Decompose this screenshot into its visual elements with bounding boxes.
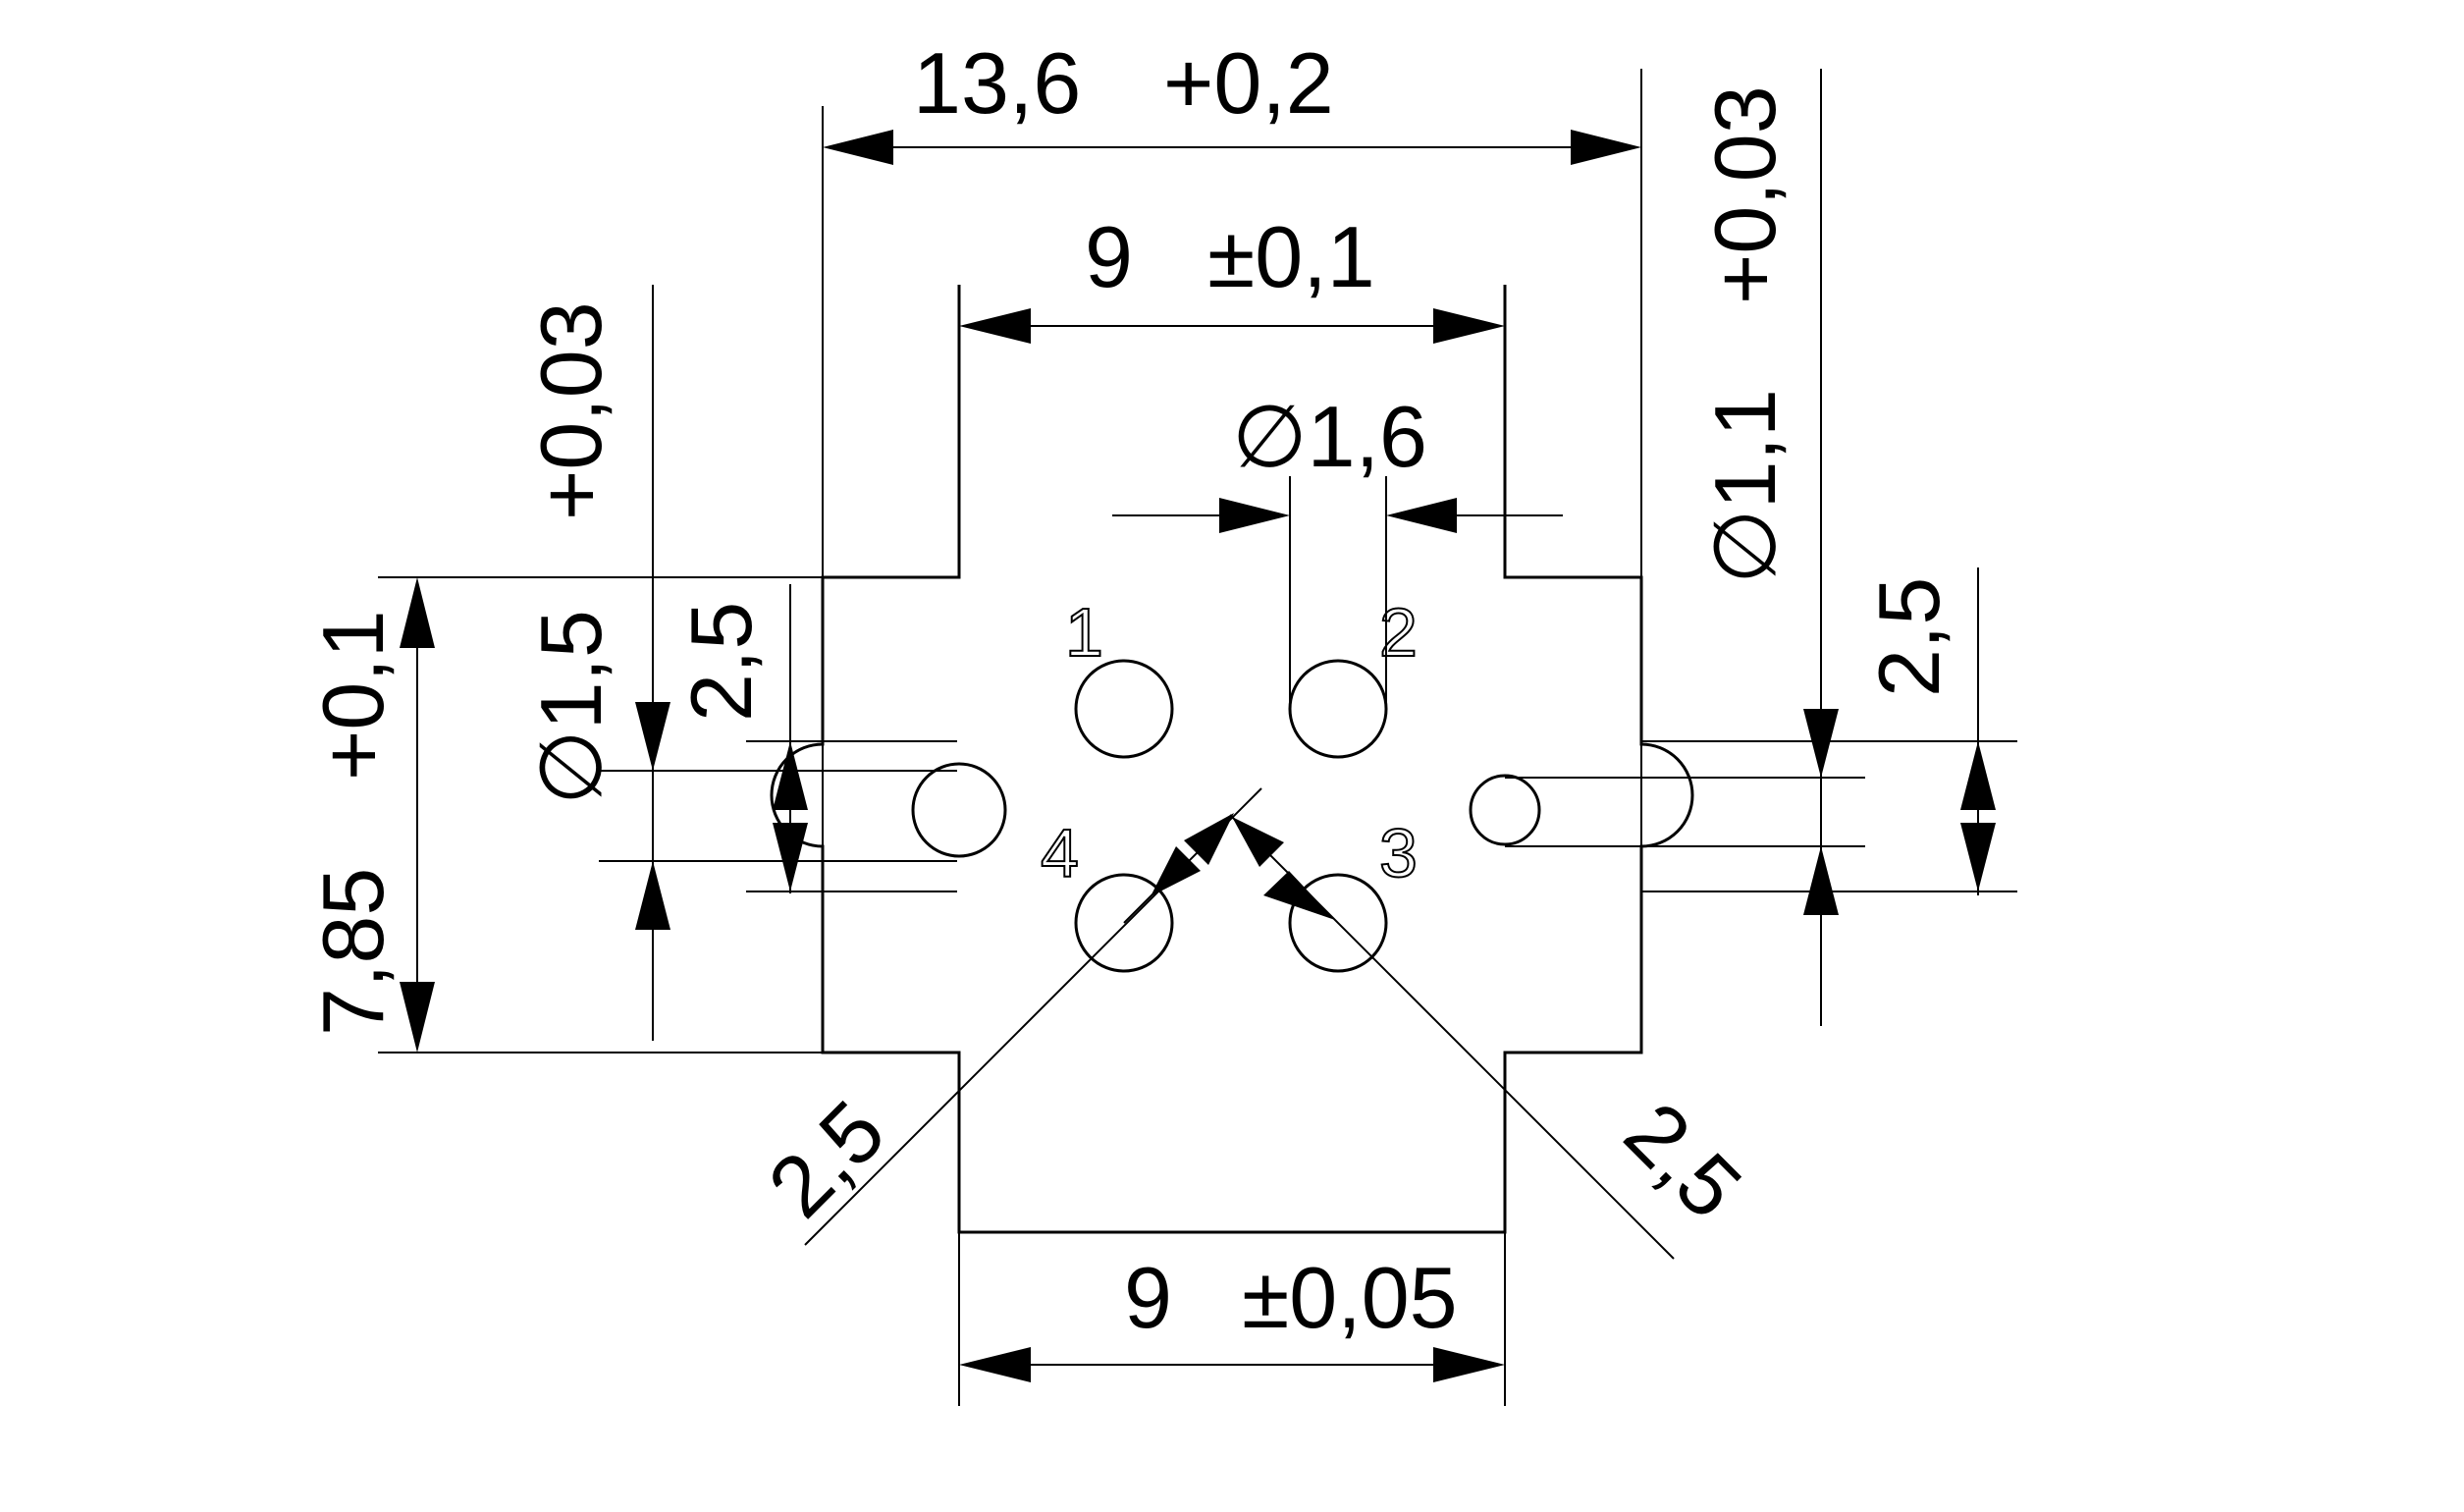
svg-text:13,6: 13,6 [913, 34, 1081, 132]
dim-center-width: 9 ±0,1 [958, 208, 1506, 577]
svg-text:∅1,5: ∅1,5 [522, 610, 619, 805]
svg-text:2,5: 2,5 [672, 602, 770, 722]
pin-hole-3 [1288, 873, 1388, 973]
dim-height: 7,85 +0,1 [304, 576, 959, 1053]
svg-text:9: 9 [1124, 1249, 1172, 1346]
svg-text:±0,05: ±0,05 [1242, 1249, 1458, 1346]
pin-label-4: 4 [1041, 815, 1079, 891]
part-outline [770, 285, 1694, 1234]
svg-text:7,85: 7,85 [304, 868, 402, 1036]
dim-left-pitch: 2,5 [672, 584, 957, 893]
svg-text:9: 9 [1085, 208, 1133, 305]
pin-hole-2 [1288, 659, 1388, 759]
right-mount-hole [1469, 774, 1541, 846]
dim-right-pitch: 2,5 [1641, 567, 2017, 895]
dim-diag-right: 2,5 [1229, 814, 1760, 1260]
pin-hole-4 [1074, 873, 1174, 973]
svg-text:+0,03: +0,03 [522, 301, 619, 520]
pin-hole-1 [1074, 659, 1174, 759]
svg-text:∅1,6: ∅1,6 [1232, 388, 1427, 485]
pin-holes [911, 659, 1541, 973]
dim-pin-hole-dia: ∅1,6 [1112, 388, 1563, 709]
pin-label-1: 1 [1065, 594, 1103, 671]
dim-diag-left: 2,5 [749, 787, 1262, 1246]
svg-text:+0,1: +0,1 [304, 610, 402, 781]
svg-text:∅1,1: ∅1,1 [1696, 389, 1794, 584]
pin-label-2: 2 [1379, 594, 1418, 671]
svg-text:2,5: 2,5 [1860, 577, 1957, 697]
pin-label-3: 3 [1379, 815, 1418, 891]
dim-right-hole: ∅1,1 +0,03 [1505, 69, 1865, 1026]
dim-overall-width: 13,6 +0,2 [822, 34, 1642, 1053]
svg-text:+0,03: +0,03 [1696, 85, 1794, 304]
dim-left-hole: ∅1,5 +0,03 [522, 285, 957, 1041]
svg-text:+0,2: +0,2 [1163, 34, 1334, 132]
svg-text:±0,1: ±0,1 [1207, 208, 1375, 305]
pin-labels: 1 2 3 4 [1040, 593, 1419, 892]
dim-bottom-width: 9 ±0,05 [958, 1053, 1506, 1406]
svg-text:2,5: 2,5 [749, 1082, 903, 1236]
left-mount-hole [911, 762, 1007, 858]
